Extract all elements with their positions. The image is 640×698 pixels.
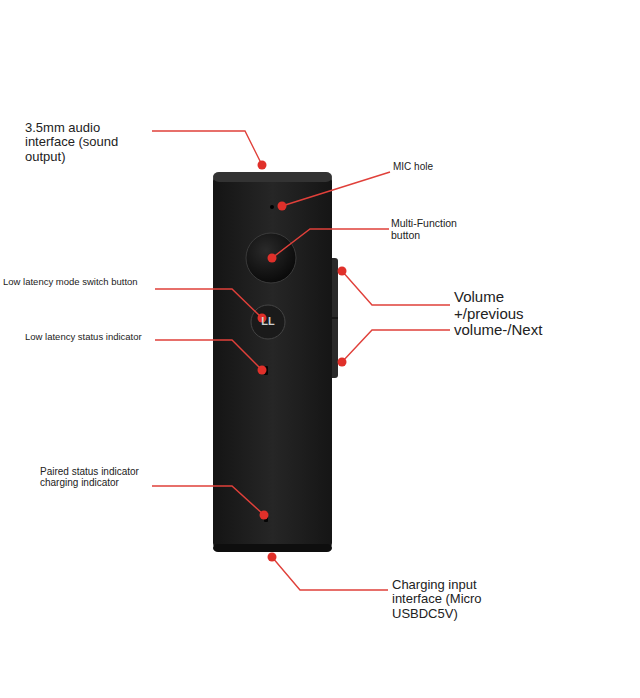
part-label: Volume +/previous volume-/Next (454, 289, 566, 339)
mic-hole (270, 205, 274, 209)
bottom-cap (213, 544, 332, 552)
part-label: Low latency status indicator (25, 332, 160, 342)
part-label: Paired status indicator charging indicat… (40, 466, 160, 488)
low-latency-button (251, 305, 285, 339)
part-label: MIC hole (393, 161, 473, 172)
multi-function-button (246, 233, 296, 283)
part-label: Low latency mode switch button (3, 277, 163, 287)
part-label: 3.5mm audio interface (sound output) (25, 121, 135, 164)
part-label: Charging input interface (Micro USBDC5V) (392, 578, 504, 621)
part-label: Multi-Function button (391, 218, 479, 241)
leader-lines (152, 131, 450, 590)
top-cap (213, 172, 332, 182)
leader-dots (258, 161, 347, 562)
button-label: LL (251, 315, 285, 327)
